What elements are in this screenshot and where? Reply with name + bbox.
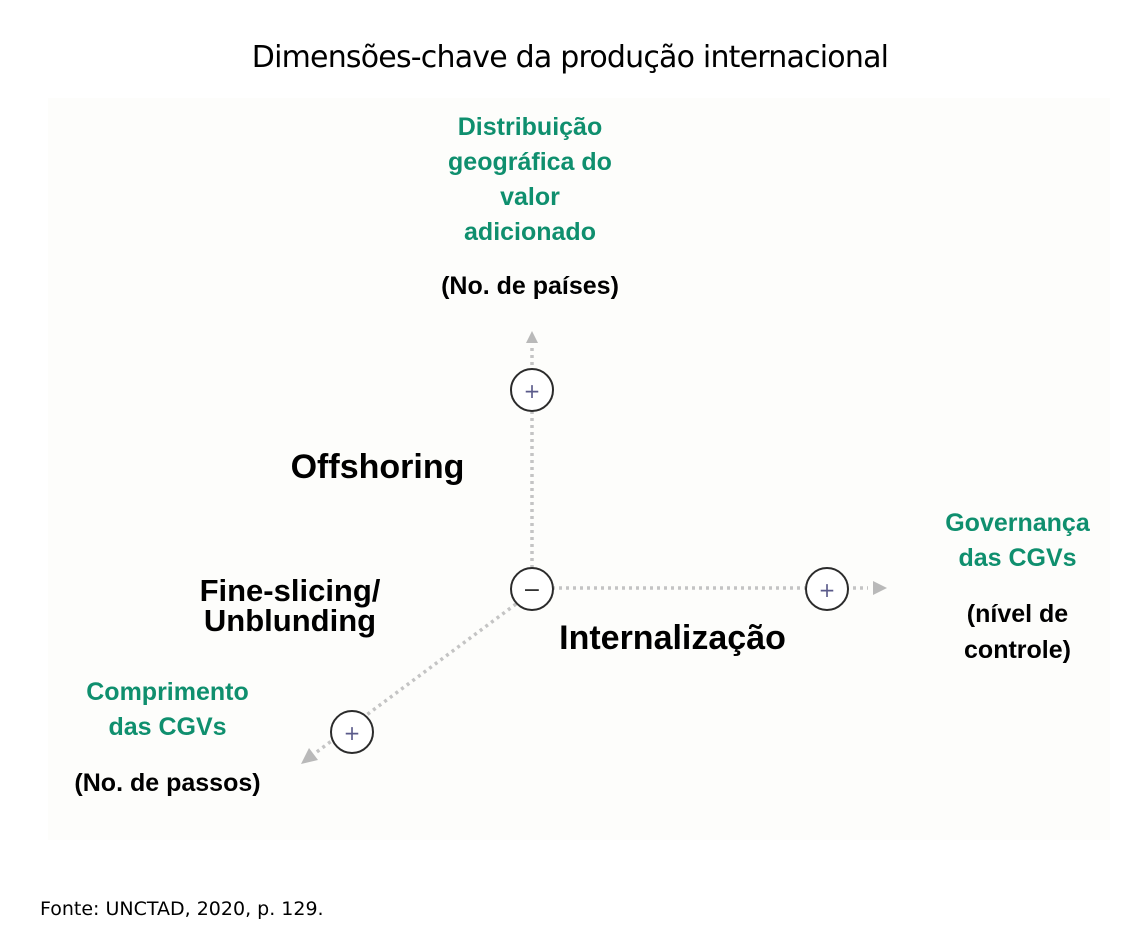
vertical-axis-measure: (No. de países) [441, 272, 619, 300]
vertical-axis-label-line: geográfica do [448, 148, 612, 176]
horizontal-axis-label: Governança das CGVs [885, 506, 1140, 576]
diagonal-axis-label-line: das CGVs [108, 713, 227, 741]
diagonal-axis-label: Comprimento das CGVs [40, 675, 295, 745]
internalizacao-dimension-label: Internalização [559, 619, 786, 657]
vertical-axis-label-line: adicionado [464, 218, 596, 246]
horizontal-arrow-head [873, 581, 887, 595]
origin-symbol: − [523, 578, 541, 603]
fine-slicing-dimension-line: Fine-slicing/ [199, 573, 381, 608]
vertical-axis-label-line: valor [500, 183, 560, 211]
horizontal-axis-measure-line: controle) [964, 636, 1071, 664]
fine-slicing-dimension-line: Unblunding [203, 603, 377, 638]
diagonal-arrow-head [301, 748, 318, 764]
horizontal-plus-circle: + [805, 567, 849, 611]
diagram-background [48, 98, 1110, 840]
horizontal-axis-measure-line: (nível de [966, 600, 1069, 628]
origin-minus-circle: − [510, 567, 554, 611]
page-title: Dimensões-chave da produção internaciona… [251, 40, 889, 75]
horizontal-axis-label-line: Governança [945, 509, 1090, 537]
horizontal-axis-label-line: das CGVs [958, 544, 1077, 572]
horizontal-end-symbol: + [819, 578, 836, 602]
diagonal-axis-label-line: Comprimento [86, 678, 249, 706]
fine-slicing-dimension-label: Fine-slicing/ Unblunding [170, 573, 410, 638]
vertical-plus-circle: + [510, 368, 554, 412]
vertical-arrow-head [526, 331, 538, 343]
source-note: Fonte: UNCTAD, 2020, p. 129. [40, 898, 324, 920]
diagonal-end-symbol: + [344, 721, 361, 745]
offshoring-dimension-label: Offshoring [290, 448, 465, 486]
vertical-axis-label: Distribuição geográfica do valor adicion… [380, 110, 680, 250]
diagonal-axis-measure: (No. de passos) [74, 769, 261, 797]
vertical-end-symbol: + [524, 379, 541, 403]
vertical-axis-label-line: Distribuição [457, 113, 603, 141]
horizontal-axis-measure: (nível de controle) [885, 596, 1140, 668]
diagonal-plus-circle: + [330, 710, 374, 754]
